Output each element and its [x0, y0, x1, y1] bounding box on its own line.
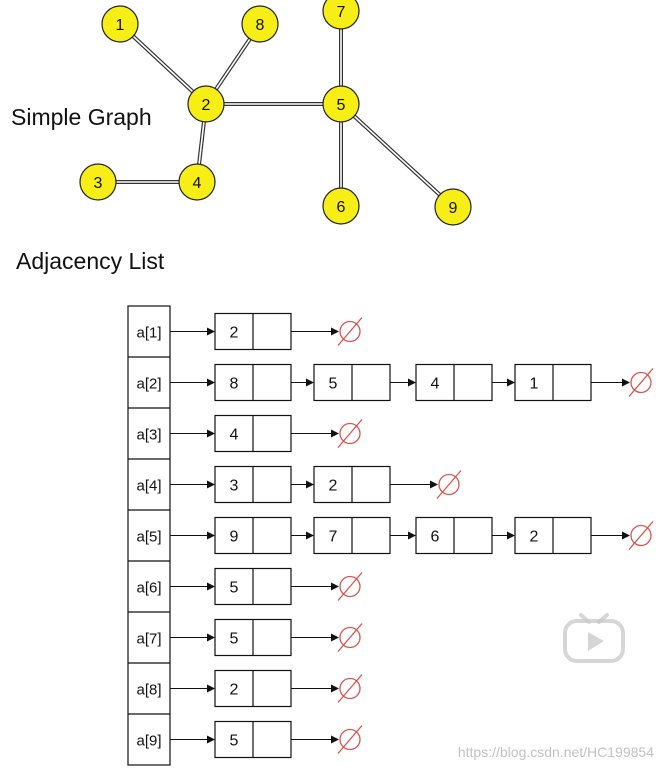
adjacency-row: a[1] 2: [136, 312, 363, 351]
list-node-value: 8: [230, 376, 239, 393]
list-node-value: 2: [230, 682, 239, 699]
empty-set-icon: [436, 470, 462, 499]
list-node: 5: [214, 618, 292, 657]
list-node: 2: [214, 669, 292, 708]
empty-set-icon: [628, 368, 654, 397]
graph-node-label: 1: [116, 17, 125, 34]
graph-title: Simple Graph: [11, 104, 152, 130]
list-node: 8: [214, 363, 292, 402]
graph-node: 4: [178, 163, 216, 201]
list-node: 4: [214, 414, 292, 453]
array-box: [127, 305, 171, 766]
list-node-value: 9: [230, 529, 239, 546]
empty-set-icon: [337, 725, 363, 754]
list-node: 6: [415, 516, 493, 555]
list-node: 5: [313, 363, 391, 402]
graph-node: 7: [322, 0, 360, 30]
play-icon[interactable]: [563, 613, 625, 665]
list-node-value: 5: [230, 631, 239, 648]
list-node-value: 5: [329, 376, 338, 393]
graph-node-label: 9: [449, 200, 458, 217]
list-node-value: 5: [230, 580, 239, 597]
graph-node-label: 6: [337, 199, 346, 216]
array-index-label: a[4]: [136, 478, 161, 495]
graph-node-label: 2: [202, 97, 211, 114]
adjacency-row: a[6] 5: [128, 560, 363, 606]
list-node-value: 6: [431, 529, 440, 546]
adjacency-row: a[9] 5: [128, 713, 363, 759]
list-node: 5: [214, 567, 292, 606]
graph-node-label: 5: [337, 97, 346, 114]
list-node: 3: [214, 465, 292, 504]
empty-set-icon: [337, 674, 363, 703]
adjacency-row: a[8] 2: [128, 662, 363, 708]
graph-edge: [339, 102, 455, 209]
graph-edge: [118, 22, 208, 106]
array-index-label: a[1]: [136, 325, 161, 342]
graph-node-label: 8: [256, 17, 265, 34]
adjacency-row: a[5] 9 7 6 2: [128, 509, 654, 555]
array-index-label: a[5]: [136, 529, 161, 546]
list-node-value: 5: [230, 733, 239, 750]
array-index-label: a[2]: [136, 376, 161, 393]
empty-set-icon: [337, 623, 363, 652]
list-node: 1: [514, 363, 592, 402]
graph-node: 5: [322, 85, 360, 123]
array-index-label: a[6]: [136, 580, 161, 597]
list-node: 5: [214, 720, 292, 759]
adjacency-row: a[7] 5: [128, 611, 363, 657]
simple-graph: 1 2 3 4 5 6 7 8 9: [79, 0, 472, 226]
list-node-value: 4: [431, 376, 440, 393]
adjacency-list-title: Adjacency List: [16, 248, 165, 274]
adjacency-row: a[4] 3 2: [128, 458, 462, 504]
empty-set-icon: [337, 572, 363, 601]
empty-set-icon: [337, 317, 363, 346]
array-index-label: a[9]: [136, 733, 161, 750]
list-node-value: 3: [230, 478, 239, 495]
list-node: 2: [214, 312, 292, 351]
list-node: 4: [415, 363, 493, 402]
array-index-label: a[7]: [136, 631, 161, 648]
list-node: 2: [313, 465, 391, 504]
graph-node-label: 4: [193, 175, 202, 192]
list-node-value: 2: [329, 478, 338, 495]
graph-node: 1: [101, 5, 139, 43]
watermark: https://blog.csdn.net/HC199854: [457, 744, 654, 760]
graph-node: 6: [322, 187, 360, 225]
graph-node: 3: [79, 163, 117, 201]
list-node-value: 1: [530, 376, 539, 393]
list-node: 7: [313, 516, 391, 555]
array-index-label: a[8]: [136, 682, 161, 699]
list-node-value: 2: [230, 325, 239, 342]
list-node-value: 2: [530, 529, 539, 546]
graph-node-label: 3: [94, 175, 103, 192]
list-node: 9: [214, 516, 292, 555]
empty-set-icon: [628, 521, 654, 550]
array-index-label: a[3]: [136, 427, 161, 444]
list-node-value: 7: [329, 529, 338, 546]
adjacency-row: a[2] 8 5 4 1: [128, 356, 654, 402]
list-node: 2: [514, 516, 592, 555]
graph-node: 8: [241, 5, 279, 43]
empty-set-icon: [337, 419, 363, 448]
graph-node-label: 7: [337, 4, 346, 21]
graph-node: 2: [187, 85, 225, 123]
list-node-value: 4: [230, 427, 239, 444]
adjacency-row: a[3] 4: [128, 407, 363, 453]
graph-node: 9: [434, 188, 472, 226]
